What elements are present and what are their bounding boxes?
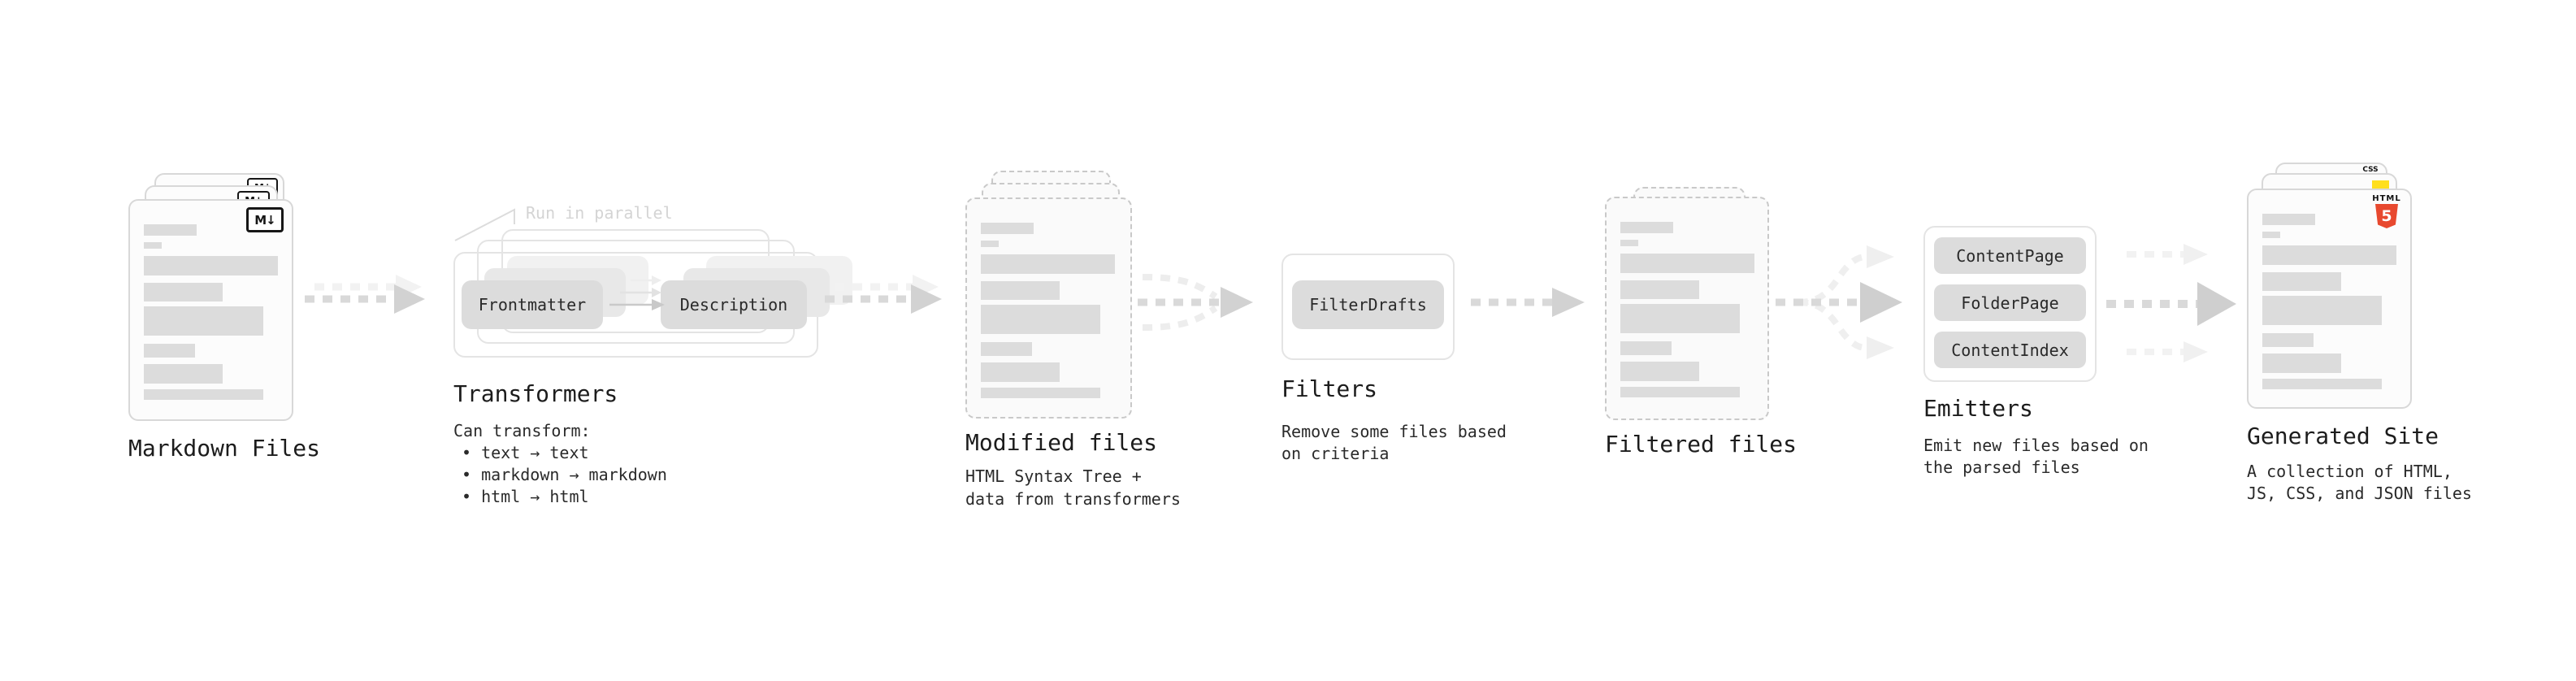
flow-arrow-filters-to-filtered (1471, 288, 1585, 317)
text-placeholder-bars (1620, 222, 1754, 397)
text-placeholder-bars (144, 224, 278, 400)
stage-title: Filters (1281, 375, 1378, 402)
emitters-frame (1923, 226, 2097, 382)
transformer-box-frontmatter: Frontmatter (462, 280, 603, 329)
filter-box-filterdrafts: FilterDrafts (1292, 280, 1444, 329)
emitter-box-contentpage: ContentPage (1934, 237, 2086, 274)
flow-arrow-modified-to-filters (1138, 274, 1253, 331)
stage-description: HTML Syntax Tree + data from transformer… (965, 466, 1181, 509)
markdown-icon: M↓ (246, 207, 284, 232)
document-card: HTML 5 (2247, 189, 2412, 409)
document-card: M↓ (128, 199, 293, 421)
filters-frame (1281, 254, 1455, 360)
note-callout-line (454, 208, 515, 241)
stage-filters: FilterDrafts Filters Remove some files b… (1281, 254, 1509, 481)
text-placeholder-bars (981, 223, 1115, 398)
js-icon (2372, 180, 2389, 189)
stage-generated-site: CSS HTML 5 Generated Site A collection o… (2247, 161, 2472, 510)
flow-arrow-emitters-to-generated (2106, 244, 2236, 362)
stage-title: Transformers (453, 380, 618, 407)
stage-transformers: Run in parallel Frontmatter Description … (453, 195, 852, 520)
flow-arrow-filtered-to-emitters (1776, 245, 1902, 359)
stage-title: Modified files (965, 429, 1158, 456)
stage-filtered-files: Filtered files (1605, 187, 1808, 471)
stage-description: Emit new files based on the parsed files (1923, 436, 2149, 477)
stage-title: Markdown Files (128, 435, 321, 462)
stage-title: Emitters (1923, 395, 2033, 422)
stage-modified-files: Modified files HTML Syntax Tree + data f… (965, 171, 1181, 512)
flow-arrow-markdown-to-transformers (305, 275, 425, 314)
emitter-box-folderpage: FolderPage (1934, 284, 2086, 321)
inner-flow-arrows (609, 275, 665, 310)
stage-title: Filtered files (1605, 431, 1798, 458)
flow-arrow-transformers-to-modified (825, 275, 942, 314)
text-placeholder-bars (2262, 214, 2396, 389)
run-in-parallel-note: Run in parallel (526, 203, 673, 223)
stage-emitters: ContentPage FolderPage ContentIndex Emit… (1923, 226, 2159, 486)
stage-markdown-files: M↓ M↓ M↓ Markdown Files (128, 173, 332, 482)
document-card (965, 197, 1132, 419)
stage-description: A collection of HTML, JS, CSS, and JSON … (2247, 462, 2472, 503)
stage-description: Can transform: • text → text • markdown … (453, 421, 667, 506)
stage-title: Generated Site (2247, 423, 2439, 449)
emitter-box-contentindex: ContentIndex (1934, 332, 2086, 368)
document-card (1605, 197, 1769, 420)
stage-description: Remove some files based on criteria (1281, 422, 1507, 463)
html5-icon: HTML 5 (2368, 194, 2405, 228)
transformer-box-description: Description (661, 280, 807, 329)
